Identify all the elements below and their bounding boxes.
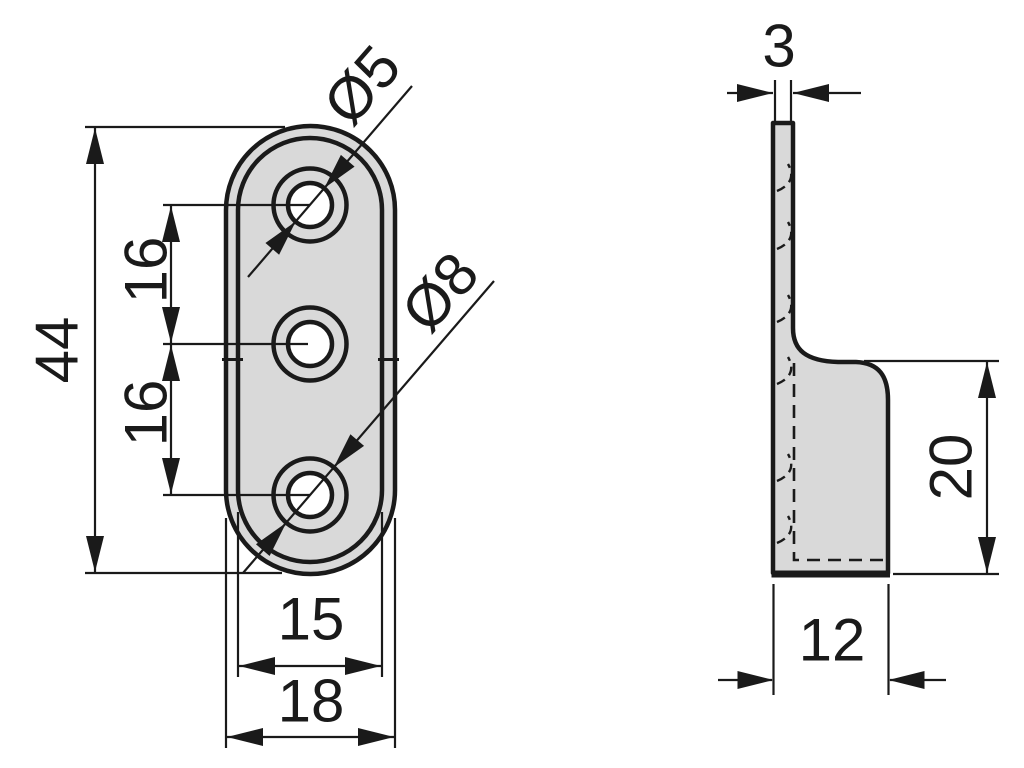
- dim-label-upper-hole-spacing: 16: [113, 237, 180, 304]
- dim-label-screw-hole-diameter: Ø5: [310, 33, 413, 137]
- dim-20-arrow-down: [978, 537, 996, 573]
- dim-44-arrow-up: [86, 128, 104, 164]
- hidden-hole-mark-1: [776, 163, 793, 193]
- dim-12-arrow-right: [888, 671, 925, 689]
- hidden-hole-mark-3: [776, 294, 793, 324]
- dim-label-plate-thickness: 3: [762, 13, 795, 80]
- dim-12-arrow-left: [737, 671, 774, 689]
- side-view: 3 20 12: [718, 13, 999, 695]
- hidden-hole-mark-2: [776, 221, 793, 251]
- hidden-hole-mark-6: [776, 515, 793, 545]
- front-view: 44 16 16 15 18 Ø5 Ø8: [24, 33, 495, 748]
- dim-label-base-depth: 12: [799, 607, 866, 674]
- dia5-arrow-upper: [324, 154, 355, 189]
- dim-16-arrow-mid-lower: [162, 345, 180, 381]
- dim-16-arrow-bottom: [162, 458, 180, 494]
- dim-44-arrow-down: [86, 536, 104, 572]
- hidden-hole-mark-4: [776, 356, 793, 386]
- hidden-pocket-outline: [792, 363, 886, 562]
- dim-16-arrow-mid-upper: [162, 307, 180, 343]
- dim-label-counterbore-diameter: Ø8: [388, 240, 491, 344]
- dim-label-overall-height: 44: [24, 317, 91, 384]
- dim-label-lower-hole-spacing: 16: [113, 380, 180, 447]
- dim-15-arrow-left: [239, 657, 275, 675]
- dia5-arrow-lower: [265, 221, 296, 255]
- dim-label-overall-width: 18: [278, 668, 345, 735]
- dim-16-arrow-top: [162, 206, 180, 242]
- dim-18-arrow-left: [227, 728, 263, 746]
- dim-3-arrow-right: [793, 84, 829, 102]
- dim-18-arrow-right: [358, 728, 394, 746]
- side-view-labels: 3 20 12: [737, 13, 996, 689]
- dim-label-inner-width: 15: [278, 586, 345, 653]
- dim-15-arrow-right: [345, 657, 381, 675]
- side-profile-outline: [770, 120, 891, 576]
- dia8-arrow-upper: [333, 434, 365, 468]
- hidden-hole-mark-5: [776, 453, 793, 483]
- dia8-arrow-lower: [255, 522, 287, 556]
- dim-3-arrow-left: [737, 84, 773, 102]
- dim-20-arrow-up: [978, 362, 996, 398]
- dim-label-base-height: 20: [918, 434, 985, 501]
